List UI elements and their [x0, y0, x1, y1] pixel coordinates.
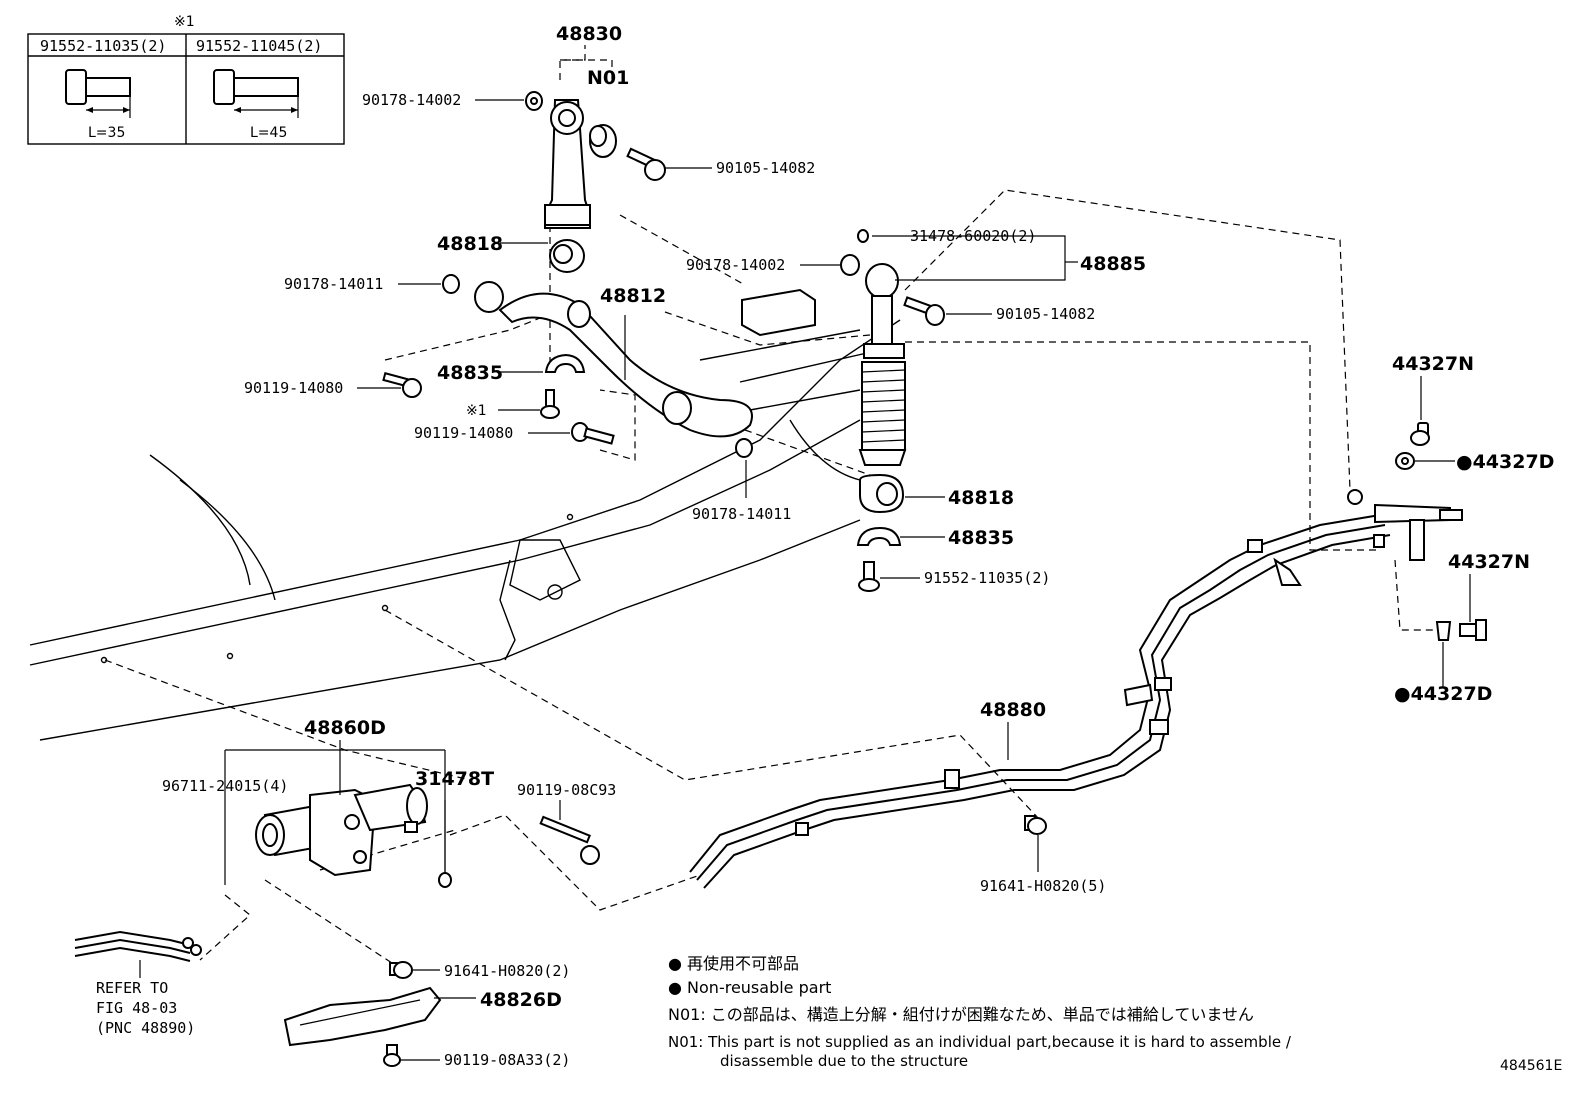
- stabilizer-link-48830: [544, 99, 591, 229]
- label-48880: 48880: [980, 699, 1046, 721]
- label-31478T: 31478T: [415, 768, 494, 790]
- nut-90178-14002-mid-icon: [840, 254, 860, 276]
- nut-31478T-icon: [438, 872, 452, 888]
- inset-col1-part: 91552-11035(2): [40, 37, 166, 55]
- bolt-90105-14082-top-icon: [626, 147, 666, 181]
- bolt-length-inset: ※1 91552-11035(2) 91552-11045(2) L=35 L=…: [27, 14, 345, 145]
- label-48885: 48885: [1080, 253, 1146, 275]
- shock-absorber-48885: [858, 263, 907, 466]
- washer-44327D-top-icon: [1395, 452, 1415, 470]
- label-48818-right: 48818: [948, 487, 1014, 509]
- nut-31478-60020-icon: [857, 229, 869, 243]
- nut-90178-14011-left-icon: [442, 274, 460, 294]
- bolt-90119-14080-b-icon: [571, 422, 615, 445]
- legend: ● 再使用不可部品 ● Non-reusable part N01: この部品は…: [668, 954, 1292, 1070]
- label-44327D-top: ●44327D: [1456, 451, 1554, 473]
- bolt-91552-11035-icon: [858, 561, 880, 592]
- label-48826D: 48826D: [480, 989, 562, 1011]
- label-90105-14082-top: 90105-14082: [716, 159, 815, 177]
- inset-length-35: L=35: [88, 125, 125, 141]
- figure-id: 484561E: [1500, 1058, 1562, 1074]
- stabilizer-bar-48812: [474, 281, 753, 438]
- label-31478-60020: 31478-60020(2): [910, 227, 1036, 245]
- label-91552-11035: 91552-11035(2): [924, 569, 1050, 587]
- inset-bolt-45-icon: [213, 69, 299, 118]
- label-90178-14002-mid: 90178-14002: [686, 256, 785, 274]
- label-90119-08C93: 90119-08C93: [517, 781, 616, 799]
- legend-line-2: ● Non-reusable part: [668, 978, 831, 997]
- legend-line-3: N01: この部品は、構造上分解・組付けが困難なため、単品では補給していません: [668, 1005, 1254, 1024]
- bushing-48818-right-icon: [859, 473, 905, 514]
- bolt-91641-h0820-2-icon: [389, 961, 413, 979]
- refer-line-2: FIG 48-03: [96, 999, 177, 1017]
- brake-tube-48880: [689, 514, 1391, 889]
- inset-length-45: L=45: [250, 125, 287, 141]
- label-91641-h0820-2: 91641-H0820(2): [444, 962, 570, 980]
- label-44327N-bot: 44327N: [1448, 551, 1530, 573]
- label-91641-h0820-5: 91641-H0820(5): [980, 877, 1106, 895]
- label-48835-right: 48835: [948, 527, 1014, 549]
- label-48812: 48812: [600, 285, 666, 307]
- label-96711-24015: 96711-24015(4): [162, 777, 288, 795]
- nut-90178-14011-mid-icon: [735, 438, 753, 458]
- inset-col2-part: 91552-11045(2): [196, 37, 322, 55]
- label-90178-14002-top: 90178-14002: [362, 91, 461, 109]
- bolt-90119-08A33-icon: [383, 1044, 401, 1067]
- label-48835-left: 48835: [437, 362, 503, 384]
- bushing-n01-icon: [589, 124, 617, 158]
- junction-block-icon: [1373, 503, 1463, 561]
- label-44327D-bot: ●44327D: [1394, 683, 1492, 705]
- actuator-48860D: [255, 783, 428, 877]
- inset-note-mark: ※1: [174, 14, 195, 30]
- label-90105-14082-mid: 90105-14082: [996, 305, 1095, 323]
- clip-icon: [1347, 489, 1363, 505]
- assembly-dash-lines: [104, 45, 1435, 966]
- label-90119-14080-b: 90119-14080: [414, 424, 513, 442]
- inset-bolt-35-icon: [65, 69, 131, 118]
- label-48818-left: 48818: [437, 233, 503, 255]
- label-90119-08A33: 90119-08A33(2): [444, 1051, 570, 1069]
- tube-refer-stub: [74, 930, 202, 962]
- legend-line-5: disassemble due to the structure: [720, 1052, 968, 1070]
- label-48860D: 48860D: [304, 717, 386, 739]
- bolt-90119-08C93-icon: [539, 815, 600, 865]
- legend-line-4: N01: This part is not supplied as an ind…: [668, 1033, 1292, 1051]
- label-90178-14011-left: 90178-14011: [284, 275, 383, 293]
- refer-line-1: REFER TO: [96, 979, 168, 997]
- bracket-48835-left-icon: [544, 353, 586, 373]
- label-n01: N01: [587, 67, 629, 89]
- label-44327N-top: 44327N: [1392, 353, 1474, 375]
- cover-48826D: [283, 986, 442, 1047]
- clip-44327D-bot-icon: [1435, 621, 1452, 641]
- legend-line-1: ● 再使用不可部品: [668, 954, 799, 973]
- bolt-90105-14082-mid-icon: [903, 296, 945, 326]
- bolt-44327N-top-icon: [1410, 422, 1430, 446]
- bushing-48818-left-icon: [549, 239, 585, 273]
- label-48830: 48830: [556, 23, 622, 45]
- bolt-90119-14080-a-icon: [382, 371, 422, 398]
- bracket-48835-right-icon: [856, 526, 902, 546]
- part-labels: 48830 N01 90178-14002 90105-14082 48818 …: [96, 23, 1554, 1069]
- mount-bracket-icon: [741, 288, 816, 337]
- label-mark1: ※1: [466, 403, 487, 419]
- refer-line-3: (PNC 48890): [96, 1019, 195, 1037]
- nut-90178-14002-top-icon: [525, 91, 543, 111]
- bolt-44327N-bot-icon: [1459, 619, 1487, 641]
- label-90119-14080-a: 90119-14080: [244, 379, 343, 397]
- bolt-mark1-icon: [540, 389, 560, 419]
- leader-lines: [139, 99, 1471, 1061]
- bolt-91641-h0820-5-icon: [1024, 815, 1047, 835]
- label-90178-14011-mid: 90178-14011: [692, 505, 791, 523]
